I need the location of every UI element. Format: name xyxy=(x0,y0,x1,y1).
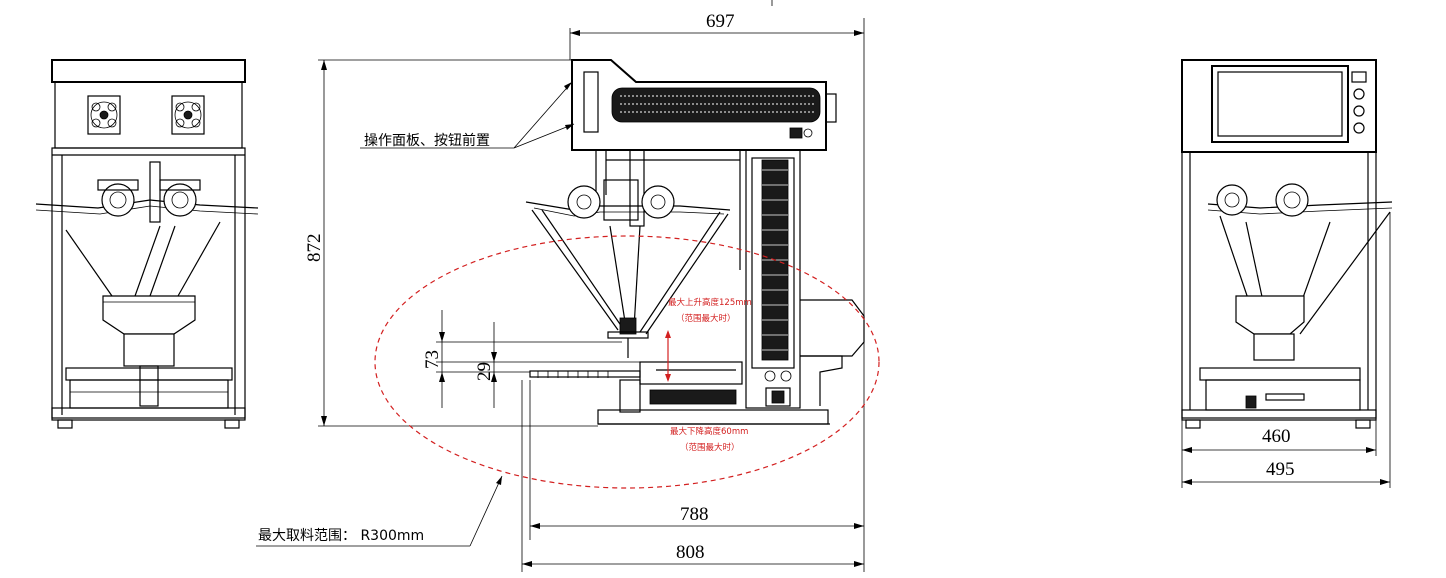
power-switch-icon xyxy=(765,387,791,407)
dim-73: 73 xyxy=(422,350,443,369)
max-drop-subnote: （范围最大时） xyxy=(680,442,740,453)
vent-grille xyxy=(611,87,821,123)
max-drop-note: 最大下降高度60mm xyxy=(670,426,748,437)
button-icon xyxy=(1353,105,1365,117)
connector-icon xyxy=(789,127,813,139)
side-view xyxy=(525,59,865,425)
max-reach-note: 最大取料范围： R300mm xyxy=(258,527,424,544)
fan-icon xyxy=(87,95,121,135)
dimension-lines xyxy=(256,0,1391,572)
front-view xyxy=(35,59,259,429)
end-effector xyxy=(607,317,649,358)
motor-icon xyxy=(641,185,675,219)
dim-788: 788 xyxy=(680,504,709,525)
motor-icon xyxy=(1275,183,1309,217)
dim-808: 808 xyxy=(676,542,705,563)
motor-icon xyxy=(97,179,139,217)
fan-icon xyxy=(171,95,205,135)
rear-view xyxy=(1181,59,1393,429)
dim-29: 29 xyxy=(474,362,495,381)
button-icon xyxy=(1353,122,1365,134)
max-rise-note: 最大上升高度125mm xyxy=(668,297,752,308)
control-panel-note: 操作面板、按钮前置 xyxy=(364,132,490,149)
motor-icon xyxy=(1216,184,1248,216)
dim-872: 872 xyxy=(304,234,325,263)
dim-495: 495 xyxy=(1266,459,1295,480)
dim-460: 460 xyxy=(1262,426,1291,447)
max-rise-subnote: （范围最大时） xyxy=(676,313,736,324)
dim-697: 697 xyxy=(706,11,735,32)
reach-range-ellipse xyxy=(374,235,880,489)
motor-icon xyxy=(159,179,201,217)
motor-icon xyxy=(567,185,601,219)
touch-screen xyxy=(1211,65,1349,143)
button-icon xyxy=(1353,88,1365,100)
